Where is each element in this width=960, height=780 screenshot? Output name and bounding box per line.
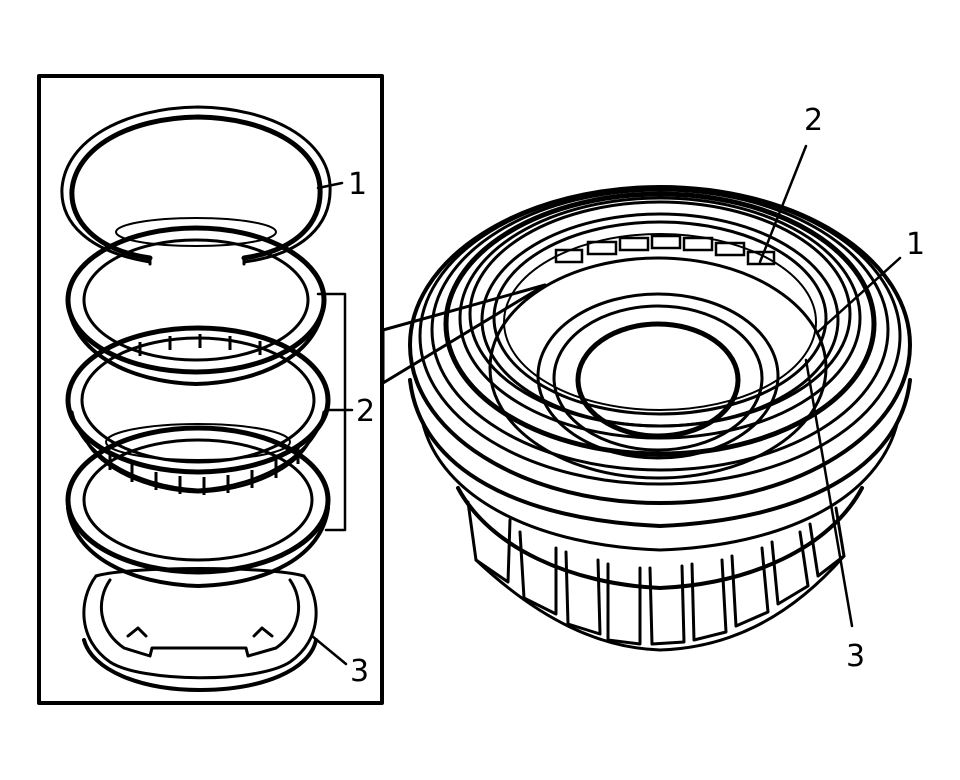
- callout-inset-3: 3: [350, 654, 369, 689]
- inset-leaders: [310, 181, 354, 666]
- callout-assembly-1: 1: [906, 227, 925, 262]
- bearing-race-bottom: [65, 423, 331, 588]
- callout-assembly-2: 2: [804, 103, 823, 138]
- assembly-leaders: [758, 144, 902, 628]
- inset-frame: [37, 74, 384, 705]
- bearing-race-top: [65, 217, 327, 386]
- thrust-washer-part-3: [82, 567, 318, 692]
- callout-assembly-3: 3: [846, 639, 865, 674]
- housing-assembly: [408, 185, 912, 652]
- inset-panel: 1 2 3: [37, 74, 384, 705]
- callout-inset-2: 2: [356, 394, 375, 429]
- snap-ring-part-1: [60, 105, 332, 266]
- callout-inset-1: 1: [348, 167, 367, 202]
